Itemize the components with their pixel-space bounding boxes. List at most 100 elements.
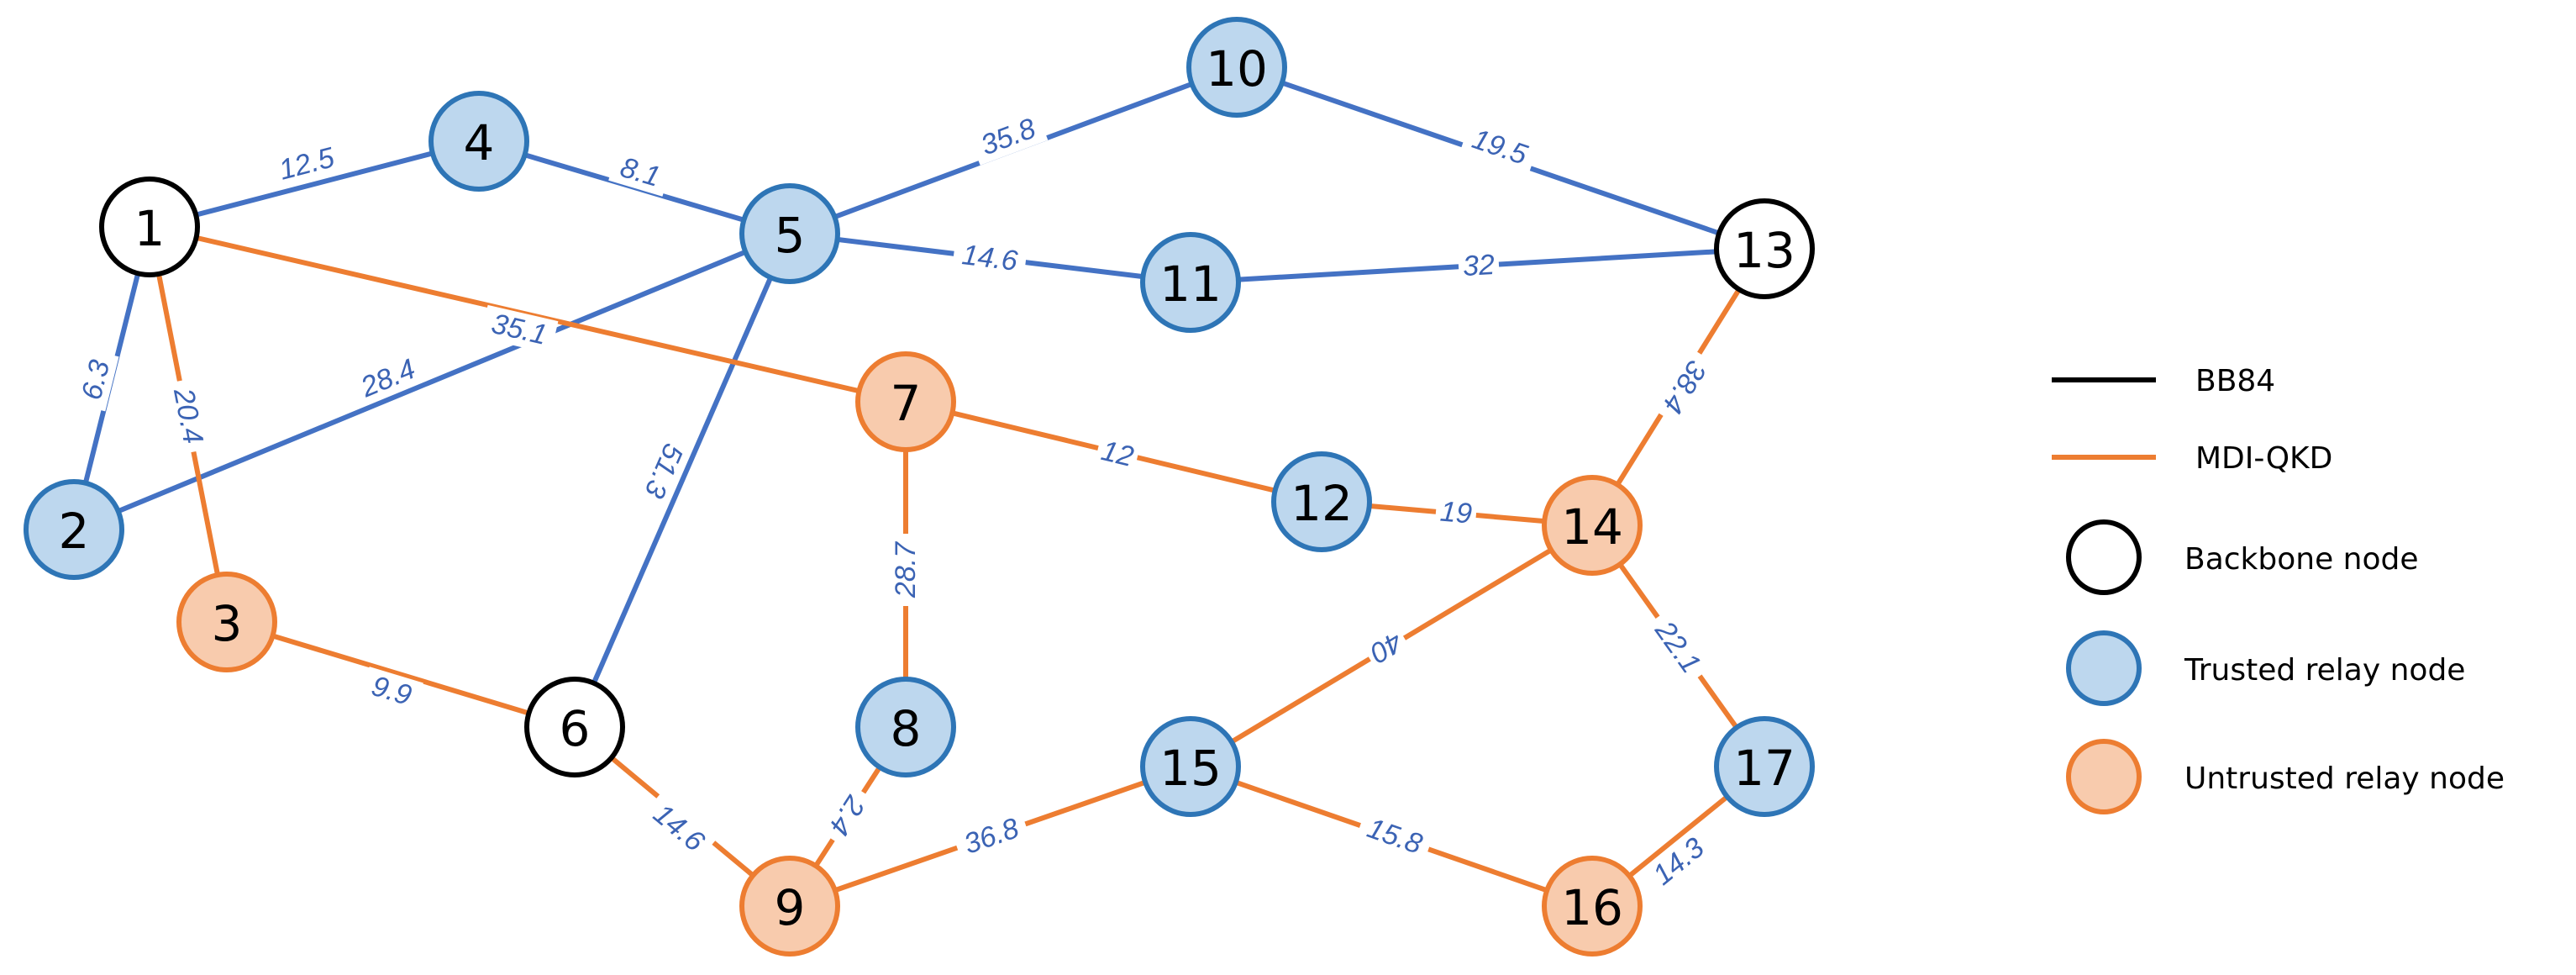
node-8: 8 [855,677,956,777]
edge-label-bg-5-6 [633,430,694,511]
edge-label-group-1-3: 20.4 [165,377,212,456]
edge-label-bg-7-12 [1093,432,1142,476]
edge-label-group-12-14: 19 [1434,493,1478,532]
edge-label-bg-14-15 [1360,622,1412,672]
edge-label-group-3-6: 9.9 [360,667,423,715]
node-label-6: 6 [560,700,591,757]
edge-label-group-14-13: 38.4 [1651,346,1718,427]
edge-label-bg-15-16 [1354,809,1435,864]
edge-label-14-15: 40 [1364,625,1408,669]
node-label-14: 14 [1561,498,1623,556]
legend-backbone-label: Backbone node [2184,542,2419,577]
node-circle-13 [1714,198,1815,299]
node-label-8: 8 [891,700,922,757]
node-circle-6 [524,677,625,777]
node-12: 12 [1271,451,1372,552]
edge-label-group-5-10: 35.8 [968,108,1049,166]
node-6: 6 [524,677,625,777]
node-11: 11 [1140,232,1241,333]
legend-backbone-node-icon [2066,519,2142,595]
node-5: 5 [739,183,840,284]
node-2: 2 [24,479,124,580]
node-10: 10 [1186,17,1287,118]
edge-label-bg-4-5 [608,148,672,197]
edge-label-group-1-2: 6.3 [72,348,119,412]
node-circle-15 [1140,716,1241,817]
edge-label-bg-12-14 [1434,493,1478,532]
node-7: 7 [855,351,956,452]
node-circle-10 [1186,17,1287,118]
edge-label-11-13: 32 [1462,249,1496,282]
edge-2-5 [72,231,791,532]
node-circle-17 [1714,716,1815,817]
edge-label-bg-8-9 [817,783,877,848]
edge-label-bg-16-17 [1639,825,1718,898]
edge-1-4 [149,139,480,229]
edge-label-1-2: 6.3 [76,356,116,403]
edge-label-group-7-8: 28.7 [889,534,923,606]
edge-label-bg-14-17 [1643,608,1713,687]
edge-label-1-7: 35.1 [488,308,549,351]
legend: BB84 MDI-QKD Backbone node Trusted relay… [2052,364,2505,814]
node-label-1: 1 [134,200,166,257]
edge-label-7-12: 12 [1098,435,1137,473]
node-9: 9 [739,856,840,957]
edge-label-1-3: 20.4 [167,385,209,446]
edge-label-group-9-15: 36.8 [951,808,1032,865]
edge-label-group-14-17: 22.1 [1643,608,1713,687]
legend-untrusted-node-icon [2066,739,2142,814]
node-circle-1 [99,177,200,277]
edge-label-group-14-15: 40 [1360,622,1412,672]
edge-label-group-5-11: 14.6 [951,236,1028,280]
node-label-4: 4 [464,114,495,171]
node-label-13: 13 [1733,222,1795,279]
node-label-9: 9 [775,879,806,936]
edge-label-group-4-5: 8.1 [608,148,672,197]
node-circle-7 [855,351,956,452]
legend-untrusted-label: Untrusted relay node [2184,762,2505,796]
node-circle-3 [176,572,277,672]
node-label-10: 10 [1206,40,1268,98]
edge-label-group-11-13: 32 [1457,247,1501,284]
edge-label-5-11: 14.6 [960,239,1019,277]
legend-trusted-label: Trusted relay node [2184,653,2465,688]
node-circle-4 [428,91,529,192]
edge-label-bg-1-2 [72,348,119,412]
node-1: 1 [99,177,200,277]
edge-label-bg-11-13 [1457,247,1501,284]
edges-layer [71,65,1767,909]
node-circle-9 [739,856,840,957]
node-label-16: 16 [1561,879,1623,936]
node-circle-8 [855,677,956,777]
node-circle-12 [1271,451,1372,552]
node-label-5: 5 [775,207,806,264]
edge-5-6 [572,232,792,729]
edge-label-bg-7-8 [889,534,923,606]
edge-label-bg-5-11 [951,236,1028,280]
edge-label-group-1-7: 35.1 [480,304,559,355]
edge-label-bg-6-9 [640,792,718,864]
node-circle-2 [24,479,124,580]
edge-label-bg-5-10 [968,108,1049,166]
edge-label-bg-14-13 [1651,346,1718,427]
node-14: 14 [1542,475,1643,576]
edge-label-12-14: 19 [1439,495,1474,530]
node-15: 15 [1140,716,1241,817]
edge-label-bg-1-7 [480,304,559,355]
edge-label-group-8-9: 2.4 [817,783,877,848]
legend-trusted-node-icon [2066,630,2142,706]
legend-bb84-label: BB84 [2195,364,2275,398]
edge-label-group-10-13: 19.5 [1459,119,1540,175]
edge-label-bg-2-5 [348,349,428,408]
edge-label-group-7-12: 12 [1093,432,1142,476]
node-circle-5 [739,183,840,284]
edge-3-6 [226,619,576,730]
edge-label-bg-3-6 [360,667,423,715]
node-circle-16 [1542,856,1643,957]
node-16: 16 [1542,856,1643,957]
node-circle-11 [1140,232,1241,333]
edge-label-7-8: 28.7 [890,541,922,598]
